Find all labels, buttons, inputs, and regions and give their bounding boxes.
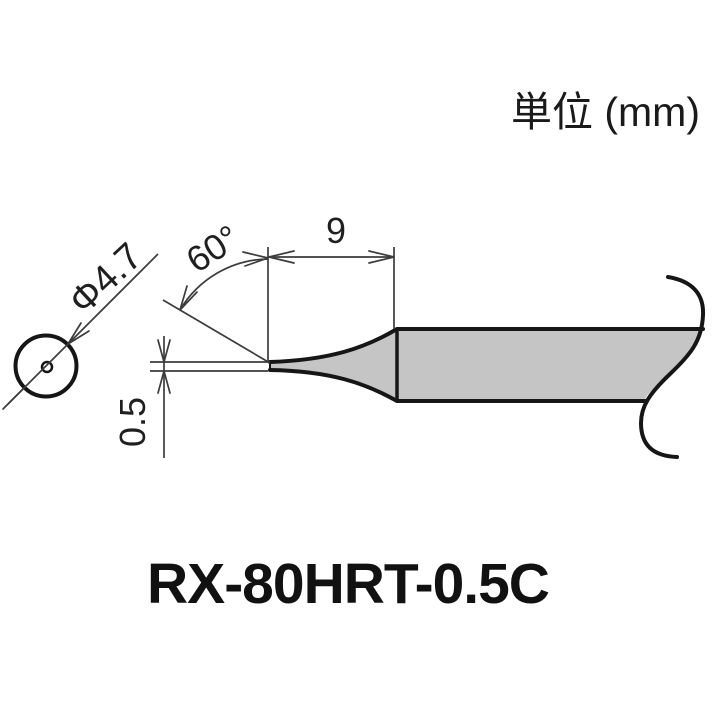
tip-width-dimension-label: 0.5 <box>112 396 153 448</box>
diameter-arrow-lower <box>2 387 25 410</box>
bevel-edge-line <box>162 299 271 364</box>
tip-outline-top <box>268 327 705 364</box>
tip-width-arrow-lower <box>157 370 171 394</box>
diameter-dimension-line <box>7 253 159 405</box>
side-view <box>268 275 706 459</box>
model-number-label: RX-80HRT-0.5C <box>147 552 550 616</box>
tip-body-fill <box>270 329 703 401</box>
tip-outline-bottom <box>268 368 648 403</box>
diameter-arrow-upper <box>67 322 90 345</box>
dimension-lines <box>7 247 395 458</box>
arrowheads <box>2 250 395 410</box>
length-arrow-left <box>268 250 295 264</box>
shaft-length-dimension-label: 9 <box>325 210 347 251</box>
tip-width-arrow-upper <box>157 339 171 363</box>
angle-dimension-arc <box>179 258 269 311</box>
tip-center-circle <box>40 360 54 374</box>
length-arrow-right <box>368 250 395 264</box>
angle-arrow-bottom <box>179 285 198 311</box>
angle-arrow-top <box>242 251 269 267</box>
unit-label: 単位 (mm) <box>510 89 700 135</box>
break-line <box>638 275 706 459</box>
